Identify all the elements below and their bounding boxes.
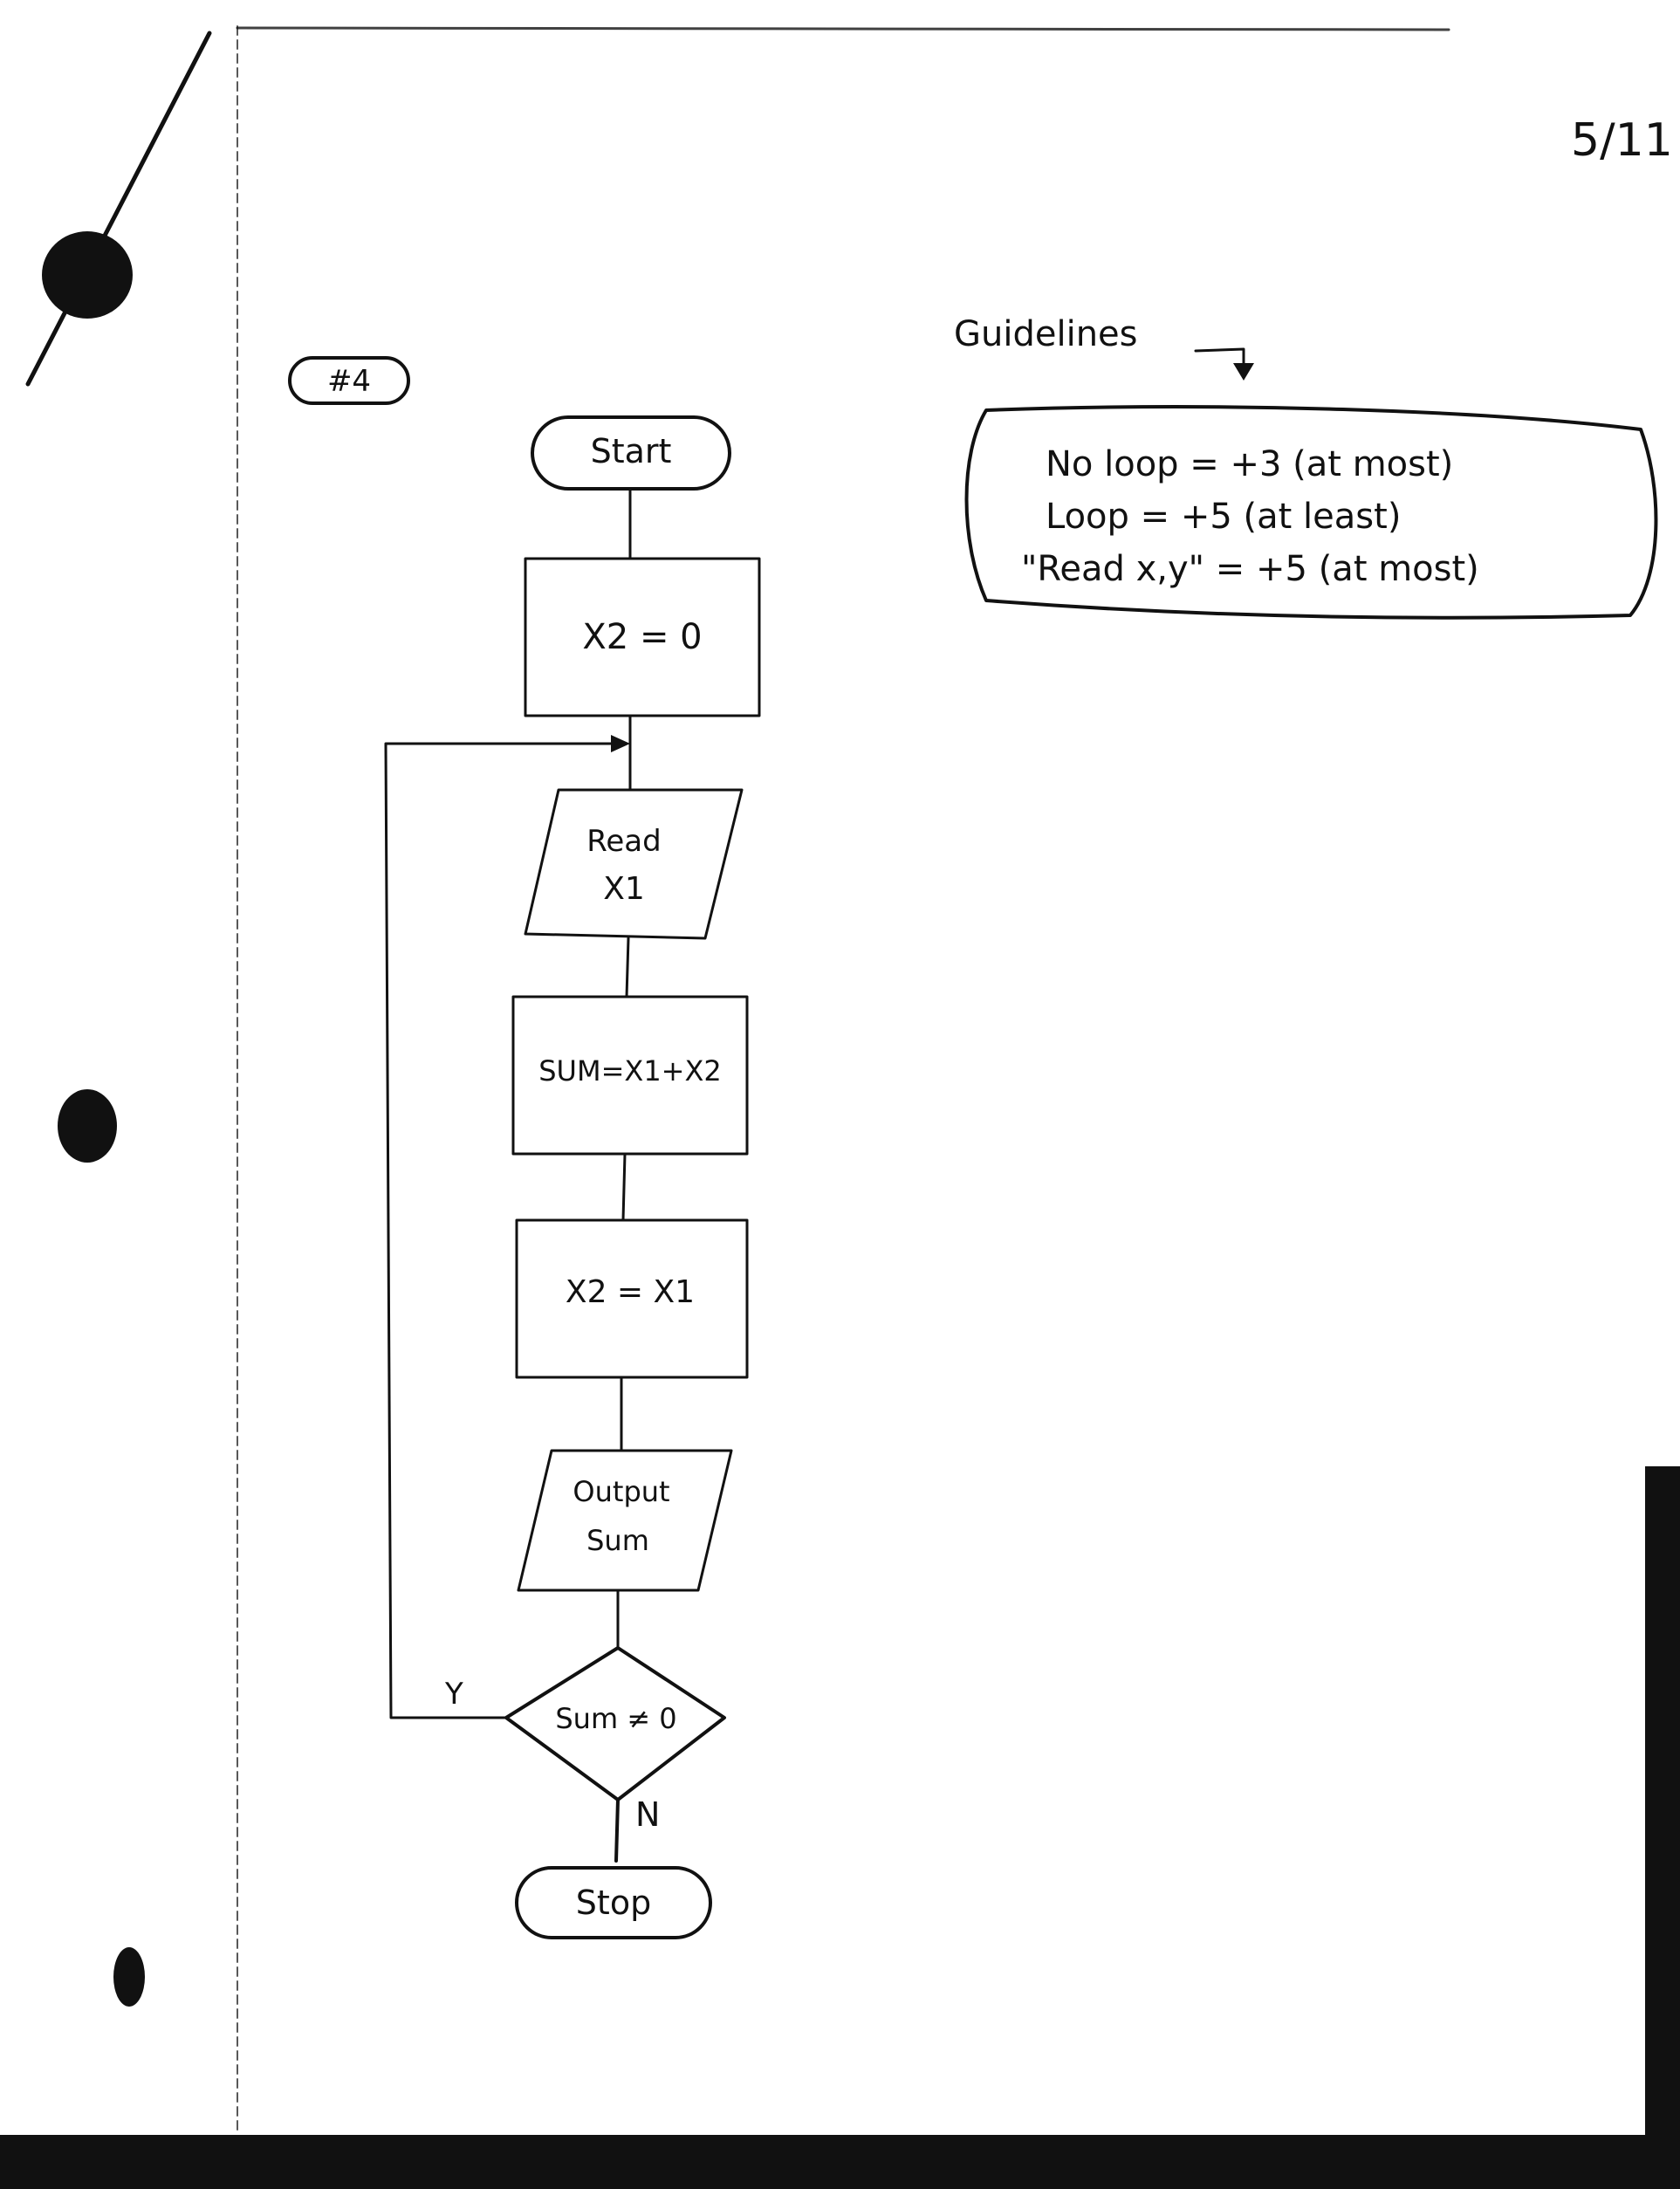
guideline-line-2: Loop = +5 (at least): [1046, 497, 1401, 537]
svg-text:Stop: Stop: [576, 1884, 651, 1922]
loop-back-arrow: [384, 742, 627, 1719]
flowchart-decision: Sum ≠ 0: [504, 1646, 726, 1801]
guideline-line-1: No loop = +3 (at most): [1046, 444, 1453, 484]
flowchart-stop: Stop: [515, 1866, 712, 1939]
guidelines-box: No loop = +3 (at most) Loop = +5 (at lea…: [964, 405, 1658, 620]
binder-hole-top: [42, 231, 133, 319]
problem-label: #4: [288, 356, 410, 405]
flowchart-read-input: Read X1: [524, 788, 744, 940]
guidelines-heading: Guidelines: [954, 314, 1254, 381]
flowchart-assign-process: X2 = X1: [515, 1218, 749, 1379]
svg-text:X2 = X1: X2 = X1: [566, 1274, 695, 1310]
svg-text:Start: Start: [591, 432, 672, 470]
flowchart-sum-process: SUM=X1+X2: [511, 995, 749, 1156]
binder-hole-bottom: [113, 1947, 145, 2007]
decision-yes-label: Y: [444, 1677, 463, 1712]
scan-bottom-bar: [0, 2135, 1680, 2189]
flowchart-init-process: X2 = 0: [524, 557, 761, 717]
svg-text:Guidelines: Guidelines: [954, 314, 1138, 354]
guideline-line-3: "Read x,y" = +5 (at most): [1021, 549, 1479, 589]
page-number: 5/11: [1571, 114, 1673, 167]
svg-text:Read: Read: [586, 824, 661, 859]
svg-text:Sum ≠ 0: Sum ≠ 0: [555, 1702, 676, 1735]
svg-text:Sum: Sum: [586, 1524, 649, 1557]
flowchart-output: Output Sum: [517, 1449, 733, 1592]
svg-text:SUM=X1+X2: SUM=X1+X2: [538, 1054, 722, 1088]
scan-right-bar: [1645, 1466, 1680, 2189]
decision-no-label: N: [635, 1795, 660, 1834]
svg-text:Output: Output: [573, 1475, 669, 1508]
binder-hole-middle: [58, 1089, 117, 1163]
flowchart-connectors: [384, 487, 632, 1863]
svg-text:X2 = 0: X2 = 0: [582, 617, 702, 657]
flowchart-start: Start: [531, 415, 731, 491]
page-frame: [0, 25, 1680, 2189]
svg-text:#4: #4: [327, 364, 371, 399]
svg-text:X1: X1: [603, 871, 645, 907]
